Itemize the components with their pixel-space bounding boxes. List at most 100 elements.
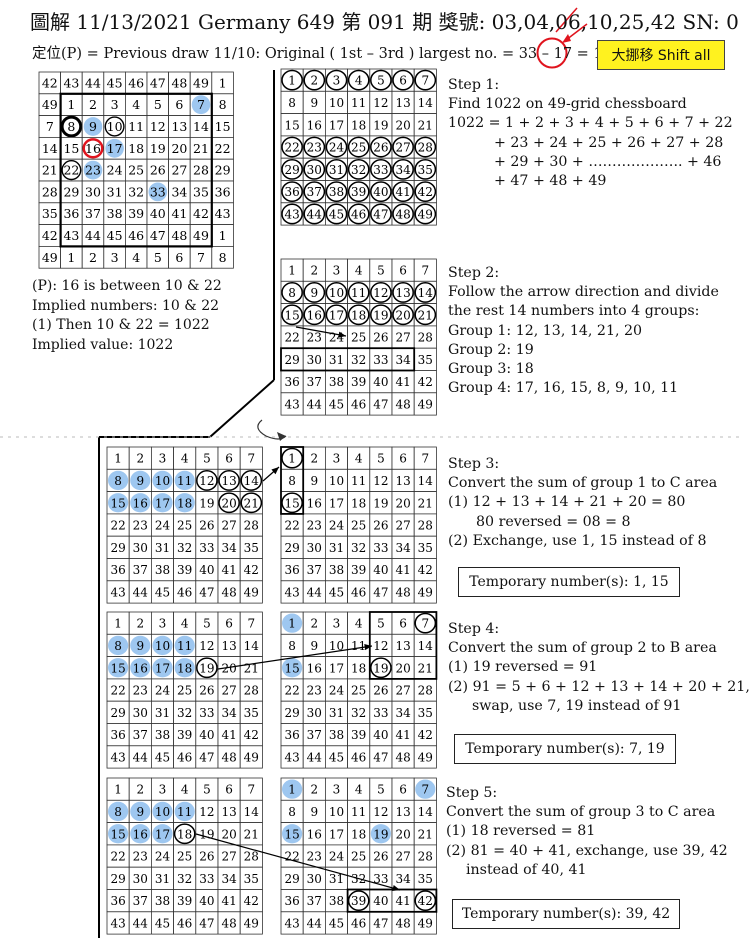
step-3-text: Step 3: Convert the sum of group 1 to C …	[448, 455, 717, 551]
cell-number: 19	[373, 308, 388, 322]
cell-number: 26	[199, 684, 214, 698]
step-1-line: + 47 + 48 + 49	[494, 173, 607, 190]
cell-number: 4	[355, 452, 363, 466]
page-subtitle: 定位(P) = Previous draw 11/10: Original ( …	[32, 46, 612, 62]
highlight-box	[280, 347, 416, 372]
cell-number: 46	[351, 916, 366, 930]
circle-mark	[281, 282, 303, 303]
cell-number: 22	[110, 850, 125, 864]
cell-number: 11	[351, 286, 366, 300]
cell-number: 18	[351, 827, 366, 841]
cell-number: 17	[329, 118, 344, 132]
cell-number: 41	[395, 375, 410, 389]
cell-number: 3	[333, 74, 341, 88]
cell-number: 35	[244, 541, 259, 555]
circle-mark	[392, 69, 414, 91]
cell-number: 41	[395, 728, 410, 742]
circle-mark	[414, 282, 437, 303]
circle-mark	[414, 158, 437, 180]
circle-mark	[370, 158, 392, 180]
cell-number: 22	[284, 519, 299, 533]
cell-number: 7	[247, 783, 255, 797]
blue-mark	[83, 117, 103, 136]
cell-number: 7	[421, 74, 429, 88]
step-4-line: swap, use 7, 19 instead of 91	[472, 697, 682, 714]
cell-number: 36	[63, 206, 79, 221]
circle-mark	[61, 160, 82, 181]
cell-number: 3	[111, 97, 119, 112]
cell-number: 43	[63, 228, 79, 243]
step-2-arrow-head	[338, 331, 346, 338]
cell-number: 26	[150, 163, 166, 178]
red-arrow-shaft	[565, 23, 588, 41]
cell-number: 36	[284, 185, 299, 199]
cell-number: 40	[373, 375, 388, 389]
curved-arrow-head	[277, 432, 286, 441]
cell-number: 33	[373, 872, 388, 886]
circle-mark	[370, 136, 392, 158]
cell-number: 32	[351, 541, 366, 555]
cell-number: 38	[107, 206, 123, 221]
circle-mark	[303, 69, 326, 91]
cell-number: 10	[107, 119, 123, 134]
cell-number: 7	[197, 250, 205, 265]
circle-mark	[414, 203, 437, 225]
cell-number: 4	[355, 264, 363, 278]
cell-number: 11	[351, 805, 366, 819]
cell-number: 26	[373, 519, 388, 533]
cell-number: 49	[244, 585, 259, 599]
circle-mark	[370, 203, 392, 225]
cell-number: 4	[181, 783, 189, 797]
cell-number: 20	[395, 308, 410, 322]
cell-number: 40	[199, 728, 214, 742]
cell-number: 41	[395, 185, 410, 199]
cell-number: 14	[244, 639, 260, 653]
cell-number: 3	[159, 452, 167, 466]
cell-number: 24	[155, 684, 171, 698]
circle-mark	[325, 158, 348, 180]
blue-mark	[152, 658, 173, 678]
cell-number: 30	[307, 706, 322, 720]
cell-number: 48	[221, 585, 236, 599]
cell-number: 46	[351, 750, 366, 764]
cell-number: 2	[310, 783, 318, 797]
cell-number: 2	[136, 617, 144, 631]
circle-mark	[325, 181, 348, 203]
cell-number: 19	[150, 141, 166, 156]
circle-mark	[347, 304, 370, 326]
cell-number: 10	[155, 639, 170, 653]
cell-number: 37	[307, 375, 322, 389]
cell-number: 1	[114, 783, 122, 797]
cell-number: 26	[199, 519, 214, 533]
step-5-line: instead of 40, 41	[466, 861, 587, 878]
cell-number: 48	[171, 75, 187, 90]
circle-mark	[240, 492, 263, 514]
cell-number: 4	[355, 783, 363, 797]
cell-number: 18	[128, 141, 144, 156]
cell-number: 45	[155, 916, 170, 930]
cell-number: 24	[107, 163, 123, 178]
cell-number: 40	[199, 894, 214, 908]
left-note-line-3: (1) Then 10 & 22 = 1022	[32, 317, 210, 334]
circle-mark	[281, 304, 303, 326]
cell-number: 34	[395, 541, 411, 555]
cell-number: 2	[89, 250, 97, 265]
circle-mark	[303, 181, 326, 203]
cell-number: 37	[133, 728, 148, 742]
left-note-line-4: Implied value: 1022	[32, 336, 174, 353]
circle-mark	[281, 447, 303, 469]
cell-number: 2	[136, 783, 144, 797]
cell-number: 12	[373, 96, 388, 110]
cell-number: 20	[221, 496, 236, 510]
cell-number: 28	[193, 163, 209, 178]
cell-number: 28	[418, 141, 433, 155]
cell-number: 49	[193, 75, 209, 90]
cell-number: 40	[373, 728, 388, 742]
cell-number: 39	[177, 894, 192, 908]
cell-number: 17	[155, 661, 170, 675]
cell-number: 28	[244, 519, 259, 533]
cell-number: 35	[418, 706, 433, 720]
cell-number: 9	[89, 119, 97, 134]
cell-number: 3	[159, 617, 167, 631]
